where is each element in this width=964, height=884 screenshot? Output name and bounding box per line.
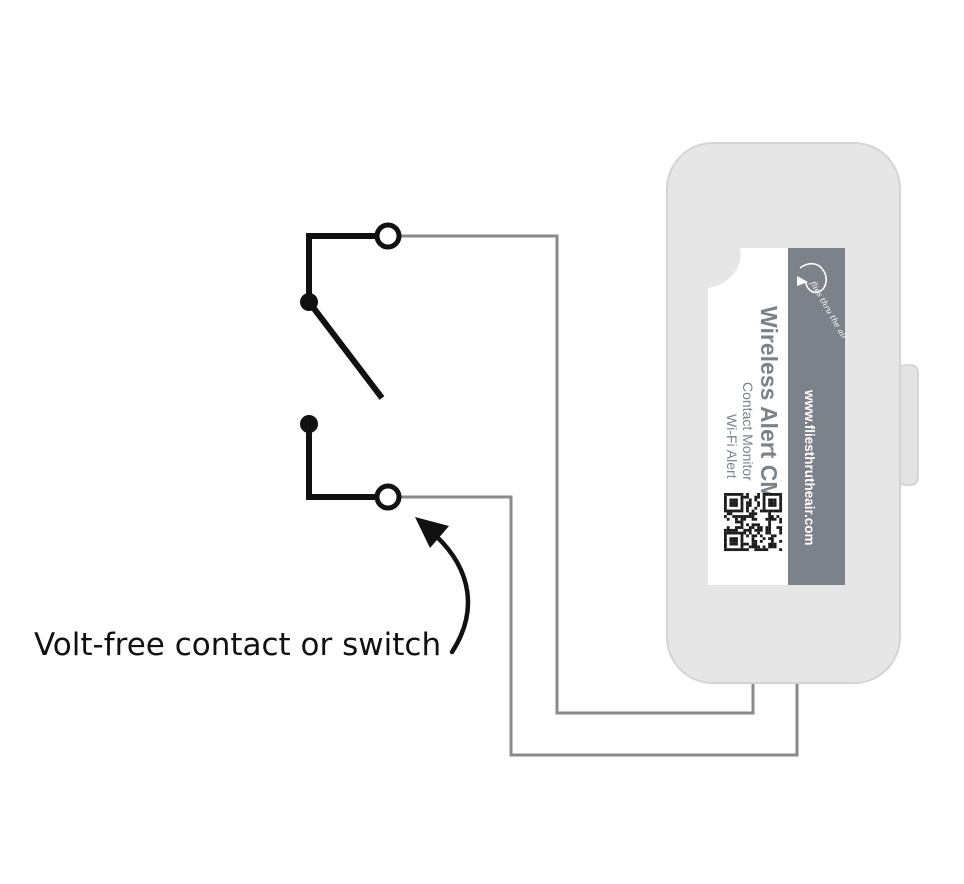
device-subtitle-1: Contact Monitor	[740, 382, 756, 481]
wire-top	[400, 234, 755, 715]
switch-caption: Volt-free contact or switch	[34, 627, 441, 663]
device-subtitle-2: Wi-Fi Alert	[724, 414, 740, 479]
qr-code-icon	[724, 493, 783, 552]
device: Wireless Alert CM Contact Monitor Wi-Fi …	[666, 142, 919, 684]
device-website: www.fliesthrutheair.com	[802, 389, 817, 546]
arrow-icon	[415, 517, 471, 655]
switch-upper-lead	[306, 233, 376, 302]
switch-contact-point	[300, 415, 318, 433]
switch-symbol	[300, 222, 402, 511]
terminal-top	[374, 222, 402, 250]
wires	[400, 234, 799, 757]
switch-pivot	[300, 293, 318, 311]
switch-lower-lead	[306, 424, 376, 500]
device-label-band	[788, 248, 845, 585]
wire-bottom	[400, 495, 799, 757]
device-title: Wireless Alert CM	[756, 306, 782, 501]
terminal-bottom	[374, 483, 402, 511]
switch-lever	[306, 300, 385, 400]
